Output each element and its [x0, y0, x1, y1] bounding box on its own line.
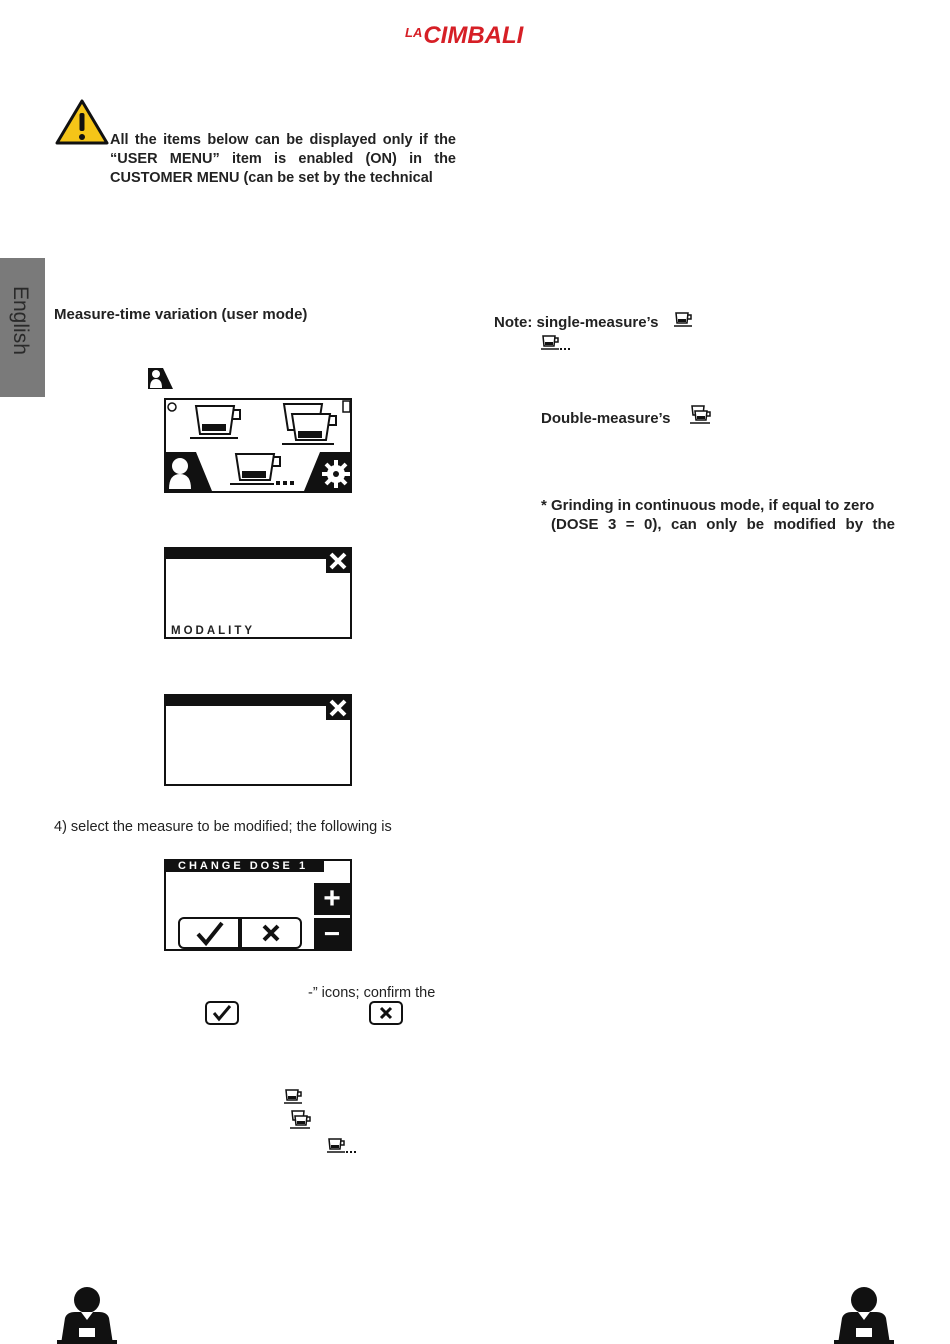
- cup-continuous-icon: [230, 453, 294, 485]
- close-icon: [329, 699, 347, 717]
- close-button[interactable]: [326, 696, 350, 720]
- check-icon: [196, 921, 224, 947]
- modality-label: MODALITY: [171, 625, 256, 637]
- language-label: English: [9, 286, 32, 355]
- close-icon: [262, 924, 280, 942]
- cup-single-icon: [190, 405, 241, 439]
- plus-button[interactable]: +: [314, 882, 350, 915]
- close-button[interactable]: [326, 549, 350, 573]
- logo-prefix: LA: [405, 25, 423, 40]
- note-line: Note: single-measure’s: [494, 314, 659, 331]
- confirm-button[interactable]: [178, 917, 240, 949]
- close-icon: [329, 552, 347, 570]
- cup-double-icon: [690, 405, 711, 424]
- lcd-title-bar: [166, 549, 328, 559]
- cancel-button[interactable]: [240, 917, 302, 949]
- inline-confirm-icon-box: [205, 1001, 239, 1025]
- warning-text: All the items below can be displayed onl…: [110, 132, 456, 186]
- user-icon: [147, 365, 175, 389]
- inline-cancel-icon-box: [369, 1001, 403, 1025]
- grinding-line-1: * Grinding in continuous mode, if equal …: [541, 497, 875, 514]
- cimbali-logo: LACIMBALI: [405, 22, 523, 50]
- check-icon: [212, 1005, 232, 1022]
- user-block-icon: [166, 452, 212, 491]
- language-tab: English: [0, 258, 45, 397]
- cup-double-icon: [290, 1110, 311, 1129]
- change-dose-title: CHANGE DOSE 1: [166, 861, 324, 872]
- lcd-blank-screen: [164, 694, 352, 786]
- logo-name: CIMBALI: [423, 22, 524, 49]
- minus-icon: −: [323, 917, 341, 949]
- double-measure-text: Double-measure’s: [541, 410, 671, 427]
- cup-continuous-icon: [327, 1138, 356, 1153]
- cup-continuous-icon: [541, 335, 570, 350]
- step-4-text: 4) select the measure to be modified; th…: [54, 819, 392, 835]
- lcd-main-screen: [164, 398, 352, 493]
- grinding-note: * Grinding in continuous mode, if equal …: [541, 496, 895, 534]
- close-icon: [379, 1006, 393, 1020]
- note-single-text: single-measure’s: [536, 314, 659, 331]
- barista-figure-icon: [834, 1287, 894, 1344]
- minus-button[interactable]: −: [314, 918, 350, 949]
- section-heading: Measure-time variation (user mode): [54, 306, 308, 323]
- barista-figure-icon: [57, 1287, 117, 1344]
- lcd-title-bar: [166, 696, 328, 706]
- note-label: Note:: [494, 314, 533, 331]
- cup-single-icon: [674, 312, 692, 327]
- cup-double-icon: [282, 403, 337, 445]
- lcd-modality-screen: MODALITY: [164, 547, 352, 639]
- warning-triangle-icon: [55, 99, 109, 145]
- cup-single-icon: [284, 1089, 302, 1104]
- plus-icon: +: [323, 882, 341, 915]
- icons-instruction-text: -” icons; confirm the: [308, 985, 436, 1001]
- lcd-change-dose-screen: CHANGE DOSE 1 + −: [164, 859, 352, 951]
- grinding-line-2: (DOSE 3 = 0), can only be modified by th…: [551, 516, 895, 533]
- settings-gear-icon: [304, 452, 350, 491]
